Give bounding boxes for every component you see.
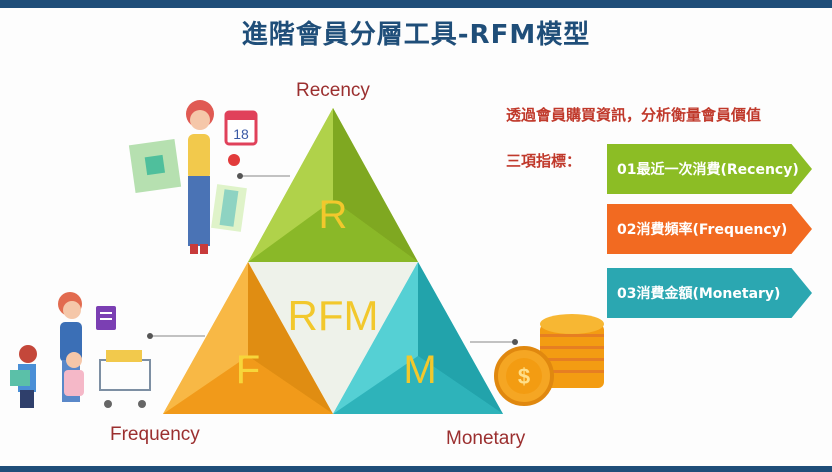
- recency-letter: R: [319, 193, 348, 237]
- shopper-woman-illustration: [128, 100, 247, 254]
- indicator-frequency: 02消費頻率(Frequency): [607, 204, 812, 254]
- indicator-monetary: 03消費金額(Monetary): [607, 268, 812, 318]
- family-shopping-illustration: [10, 292, 151, 408]
- indicators-label: 三項指標：: [506, 152, 582, 170]
- indicator-recency: 01最近一次消費(Recency): [607, 144, 812, 194]
- connector-dot-frequency: [147, 333, 153, 339]
- recency-triangle: [248, 108, 418, 262]
- coins-illustration: $: [494, 314, 604, 406]
- connector-dot-recency: [237, 173, 243, 179]
- connector-dot-monetary: [512, 339, 518, 345]
- top-bar: [0, 0, 832, 8]
- svg-text:$: $: [518, 364, 530, 389]
- bottom-bar: [0, 466, 832, 472]
- frequency-triangle: [163, 262, 333, 414]
- indicator-monetary-label: 03消費金額(Monetary): [617, 286, 781, 302]
- slide-title: 進階會員分層工具-RFM模型: [241, 20, 591, 50]
- monetary-triangle: [333, 262, 503, 414]
- monetary-label: Monetary: [446, 428, 526, 449]
- description-text: 透過會員購買資訊，分析衡量會員價值: [506, 106, 762, 124]
- indicator-frequency-label: 02消費頻率(Frequency): [617, 222, 788, 238]
- rfm-center-label: RFM: [288, 292, 379, 339]
- recency-label: Recency: [296, 80, 370, 101]
- center-triangle: [248, 262, 418, 414]
- calendar-day: 18: [233, 126, 249, 142]
- indicator-recency-label: 01最近一次消費(Recency): [617, 162, 799, 178]
- calendar-icon: 18: [224, 110, 258, 146]
- monetary-letter: M: [403, 348, 436, 392]
- frequency-label: Frequency: [110, 424, 200, 445]
- frequency-letter: F: [236, 348, 260, 392]
